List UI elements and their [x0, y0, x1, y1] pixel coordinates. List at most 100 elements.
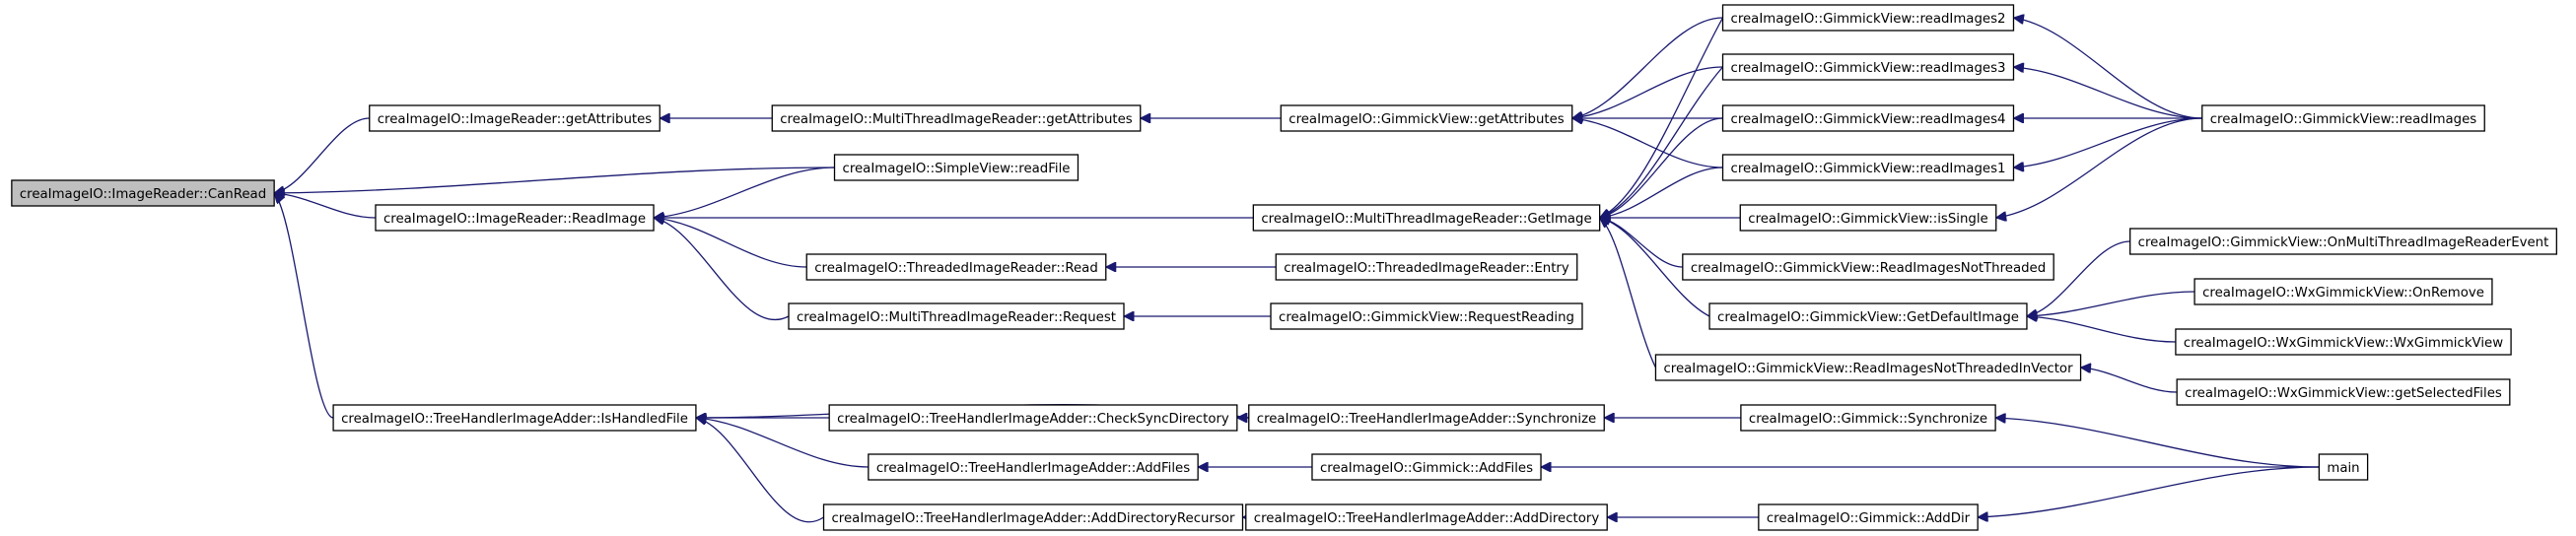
node-label: creaImageIO::GimmickView::getAttributes [1288, 112, 1565, 127]
node-wx_ctor[interactable]: creaImageIO::WxGimmickView::WxGimmickVie… [2175, 328, 2512, 356]
node-wx_getselected[interactable]: creaImageIO::WxGimmickView::getSelectedF… [2176, 378, 2511, 406]
edge-main-to-g_sync [1995, 418, 2320, 468]
node-th_adddir[interactable]: creaImageIO::TreeHandlerImageAdder::AddD… [1245, 503, 1608, 531]
edge-gv_readnothreadedvec-to-mt_getimage [1600, 218, 1657, 368]
node-label: creaImageIO::GimmickView::GetDefaultImag… [1717, 310, 2019, 325]
edge-th_addfiles-to-th_ishandled [696, 418, 869, 468]
node-g_adddir[interactable]: creaImageIO::Gimmick::AddDir [1758, 503, 1979, 531]
node-label: creaImageIO::Gimmick::AddFiles [1320, 461, 1533, 476]
node-box [1721, 4, 2015, 32]
node-gv_readimages[interactable]: creaImageIO::GimmickView::readImages [2201, 104, 2485, 132]
node-box [1245, 503, 1608, 531]
node-box [868, 453, 1199, 481]
node-mt_getimage[interactable]: creaImageIO::MultiThreadImageReader::Get… [1252, 204, 1601, 232]
node-th_sync[interactable]: creaImageIO::TreeHandlerImageAdder::Sync… [1248, 404, 1605, 432]
node-box [822, 503, 1244, 531]
node-box [2175, 328, 2512, 356]
node-gv_readimages2[interactable]: creaImageIO::GimmickView::readImages2 [1721, 4, 2015, 32]
edge-gv_readimages2-to-mt_getimage [1600, 17, 1724, 218]
node-box [805, 253, 1107, 281]
node-g_addfiles[interactable]: creaImageIO::Gimmick::AddFiles [1311, 453, 1542, 481]
node-mt_getattr[interactable]: creaImageIO::MultiThreadImageReader::get… [771, 104, 1142, 132]
node-gv_readnothreaded[interactable]: creaImageIO::GimmickView::ReadImagesNotT… [1682, 253, 2054, 281]
node-label: creaImageIO::ImageReader::ReadImage [383, 212, 646, 227]
node-box [788, 302, 1125, 330]
node-wx_onremove[interactable]: creaImageIO::WxGimmickView::OnRemove [2193, 278, 2493, 305]
node-canread[interactable]: creaImageIO::ImageReader::CanRead [11, 179, 275, 207]
node-sv_readfile[interactable]: creaImageIO::SimpleView::readFile [833, 154, 1079, 181]
node-label: creaImageIO::GimmickView::readImages3 [1731, 61, 2006, 76]
edge-main-to-g_adddir [1978, 466, 2320, 517]
node-mt_request[interactable]: creaImageIO::MultiThreadImageReader::Req… [788, 302, 1125, 330]
node-label: creaImageIO::TreeHandlerImageAdder::AddF… [876, 461, 1190, 476]
node-label: creaImageIO::ThreadedImageReader::Read [814, 261, 1098, 276]
node-box [771, 104, 1142, 132]
node-box [1248, 404, 1605, 432]
node-gv_issingle[interactable]: creaImageIO::GimmickView::isSingle [1739, 204, 1997, 232]
node-box [2193, 278, 2493, 305]
node-th_addfiles[interactable]: creaImageIO::TreeHandlerImageAdder::AddF… [868, 453, 1199, 481]
node-box [1311, 453, 1542, 481]
node-box [1740, 404, 1996, 432]
node-g_sync[interactable]: creaImageIO::Gimmick::Synchronize [1740, 404, 1996, 432]
node-ir_readimage[interactable]: creaImageIO::ImageReader::ReadImage [375, 204, 655, 232]
node-th_ishandled[interactable]: creaImageIO::TreeHandlerImageAdder::IsHa… [332, 404, 697, 432]
node-gv_readnothreadedvec[interactable]: creaImageIO::GimmickView::ReadImagesNotT… [1654, 354, 2082, 381]
node-th_adddirrec[interactable]: creaImageIO::TreeHandlerImageAdder::AddD… [822, 503, 1244, 531]
edge-gv_readimages3-to-mt_getimage [1600, 66, 1724, 218]
node-tir_read[interactable]: creaImageIO::ThreadedImageReader::Read [805, 253, 1107, 281]
node-gv_getattr[interactable]: creaImageIO::GimmickView::getAttributes [1280, 104, 1573, 132]
node-box [2201, 104, 2485, 132]
node-box [1721, 53, 2015, 81]
edge-sv_readfile-to-canread [274, 167, 835, 193]
edge-gv_readimages1-to-mt_getimage [1600, 167, 1723, 218]
node-gv_onmulti[interactable]: creaImageIO::GimmickView::OnMultiThreadI… [2129, 228, 2557, 255]
node-box [1739, 204, 1997, 232]
node-box [833, 154, 1079, 181]
node-label: creaImageIO::GimmickView::readImages2 [1731, 12, 2006, 27]
node-th_checksync[interactable]: creaImageIO::TreeHandlerImageAdder::Chec… [828, 404, 1238, 432]
nodes-layer: creaImageIO::ImageReader::CanReadcreaIma… [11, 4, 2557, 531]
node-box [1280, 104, 1573, 132]
node-gv_readimages3[interactable]: creaImageIO::GimmickView::readImages3 [1721, 53, 2015, 81]
node-box [1275, 253, 1578, 281]
node-box [2318, 453, 2369, 481]
node-label: creaImageIO::ImageReader::CanRead [20, 187, 266, 202]
node-label: creaImageIO::Gimmick::AddDir [1767, 511, 1971, 526]
node-label: creaImageIO::MultiThreadImageReader::Get… [1261, 212, 1591, 227]
node-label: creaImageIO::ImageReader::getAttributes [378, 112, 653, 127]
node-box [11, 179, 275, 207]
edge-gv_readimages-to-gv_readimages2 [2013, 18, 2202, 119]
edge-gv_readimages4-to-mt_getimage [1600, 117, 1723, 218]
node-gv_readimages1[interactable]: creaImageIO::GimmickView::readImages1 [1721, 154, 2015, 181]
edge-gv_readimages-to-gv_issingle [1996, 117, 2202, 218]
node-label: creaImageIO::SimpleView::readFile [843, 162, 1071, 176]
node-box [375, 204, 655, 232]
node-gv_readimages4[interactable]: creaImageIO::GimmickView::readImages4 [1721, 104, 2015, 132]
node-main[interactable]: main [2318, 453, 2369, 481]
edge-th_adddirrec-to-th_ishandled [696, 418, 824, 523]
node-label: creaImageIO::TreeHandlerImageAdder::AddD… [832, 511, 1236, 526]
node-tir_entry[interactable]: creaImageIO::ThreadedImageReader::Entry [1275, 253, 1578, 281]
edge-gv_readnothreaded-to-mt_getimage [1600, 218, 1683, 268]
edge-sv_readfile-to-ir_readimage [654, 167, 835, 218]
node-gv_getdefault[interactable]: creaImageIO::GimmickView::GetDefaultImag… [1708, 302, 2028, 330]
node-label: creaImageIO::TreeHandlerImageAdder::Chec… [837, 412, 1229, 427]
edge-mt_request-to-ir_readimage [654, 218, 790, 320]
node-box [2176, 378, 2511, 406]
node-box [1721, 104, 2015, 132]
node-box [1758, 503, 1979, 531]
node-ir_getattr[interactable]: creaImageIO::ImageReader::getAttributes [369, 104, 661, 132]
node-box [1682, 253, 2054, 281]
node-label: creaImageIO::WxGimmickView::getSelectedF… [2185, 386, 2502, 401]
node-gv_reqreading[interactable]: creaImageIO::GimmickView::RequestReading [1270, 302, 1583, 330]
node-label: creaImageIO::WxGimmickView::OnRemove [2202, 286, 2484, 301]
node-box [828, 404, 1238, 432]
edge-gv_readimages3-to-gv_getattr [1572, 66, 1723, 118]
edge-gv_getdefault-to-mt_getimage [1600, 218, 1710, 317]
edge-tir_read-to-ir_readimage [654, 218, 807, 268]
node-label: creaImageIO::WxGimmickView::WxGimmickVie… [2184, 336, 2503, 351]
node-label: creaImageIO::GimmickView::ReadImagesNotT… [1691, 261, 2046, 276]
edge-th_ishandled-to-canread [274, 193, 334, 419]
